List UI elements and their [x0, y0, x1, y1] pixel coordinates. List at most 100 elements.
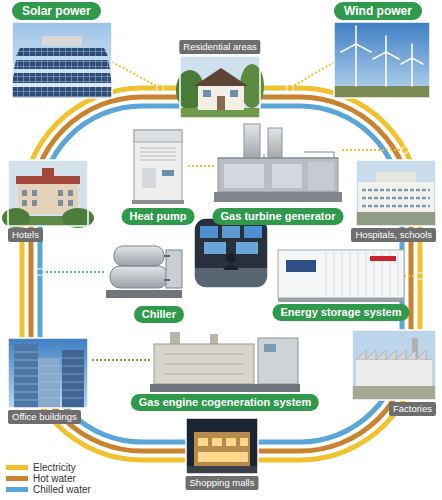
caption-group: Office buildings: [8, 410, 81, 424]
control-room-photo: [204, 242, 226, 254]
legend-row: Hot water: [6, 473, 91, 484]
equipment-photo: Energy storage system: [278, 250, 404, 302]
office-photo: [14, 352, 84, 400]
mall-photo: [194, 432, 250, 466]
hotel-photo: [2, 208, 30, 228]
gas-turbine-photo: [214, 124, 342, 202]
residential-photo: [180, 56, 260, 118]
residential-photo: [198, 84, 244, 110]
gas-engine-photo: [150, 332, 300, 392]
energy-storage-photo: [286, 260, 316, 272]
caption-group: Hotels: [8, 228, 43, 242]
legend-text: Hot water: [33, 473, 76, 484]
hotel-photo: [18, 182, 78, 214]
hospital-photo: [356, 160, 436, 226]
control-room-photo: [223, 265, 239, 270]
equipment-label: Energy storage system: [272, 304, 409, 321]
consumer-label: Hospitals, schools: [351, 228, 436, 242]
leader-line: [92, 359, 150, 361]
office-photo: [8, 338, 88, 408]
residential-photo: [176, 56, 264, 118]
equipment-photo: Chiller: [104, 240, 184, 304]
leader-line: [40, 271, 104, 273]
residential-photo: [230, 90, 238, 97]
legend-text: Chilled water: [33, 484, 91, 495]
hotel-photo: [62, 208, 94, 228]
chiller-photo: [164, 256, 170, 280]
legend: ElectricityHot waterChilled water: [6, 462, 91, 495]
legend-swatch: [6, 465, 28, 470]
wind-photo: [341, 26, 423, 86]
gas-turbine-photo: [214, 192, 342, 202]
consumer-label: Shopping malls: [186, 476, 259, 490]
hotel-photo: [2, 160, 94, 228]
gas-turbine-photo: [218, 152, 338, 158]
wind-photo: [334, 86, 430, 98]
equipment-label: Gas turbine generator: [213, 208, 344, 225]
energy-storage-photo: [278, 250, 404, 298]
caption-group: Heat pump: [122, 208, 195, 225]
hotel-photo: [8, 160, 88, 226]
heat-pump-photo: [162, 170, 174, 176]
heat-pump-photo: [132, 130, 184, 204]
factory-photo: [352, 330, 436, 400]
equipment-photo: Heat pump: [128, 126, 188, 206]
hotel-photo: [22, 190, 73, 206]
junction-dot: [287, 85, 294, 92]
office-photo: [8, 338, 88, 408]
gas-turbine-photo: [244, 124, 260, 162]
consumer-photo: Hospitals, schools: [356, 160, 436, 226]
control-room-photo: [236, 242, 258, 254]
junction-dot: [157, 85, 164, 92]
source-label: Wind power: [334, 2, 422, 20]
hospital-photo: [358, 182, 434, 212]
factory-photo: [352, 330, 436, 400]
gas-engine-photo: [154, 344, 254, 384]
gas-engine-photo: [258, 338, 298, 384]
equipment-label: Chiller: [134, 306, 184, 323]
chiller-photo: [106, 246, 182, 298]
control-room-frame: [194, 218, 268, 288]
solar-photo: [16, 48, 108, 56]
gas-turbine-photo: [224, 164, 264, 188]
wind-photo: [334, 22, 430, 98]
heat-pump-photo: [134, 130, 182, 142]
factory-photo: [352, 330, 436, 400]
equipment-photo: Gas turbine generator: [214, 124, 342, 206]
caption-group: Gas engine cogeneration system: [131, 394, 319, 411]
factory-photo: [352, 386, 436, 400]
consumer-label: Hotels: [8, 228, 43, 242]
heat-pump-photo: [142, 168, 156, 188]
energy-storage-photo: [326, 252, 398, 296]
leader-line: [290, 62, 334, 88]
gas-engine-photo: [164, 354, 244, 374]
equipment-label: Gas engine cogeneration system: [131, 394, 319, 411]
gas-engine-photo: [150, 384, 300, 392]
caption-group: Gas turbine generator: [213, 208, 344, 225]
mall-photo: [198, 438, 248, 462]
solar-photo: [12, 22, 112, 98]
caption-group: Energy storage system: [272, 304, 409, 321]
consumer-label: Factories: [389, 402, 436, 416]
solar-photo: [14, 60, 110, 69]
office-photo: [62, 350, 84, 408]
consumer-label: Residential areas: [179, 40, 260, 54]
consumer-photo: Hotels: [8, 160, 88, 226]
gas-turbine-photo: [272, 164, 302, 188]
equipment-label: Heat pump: [122, 208, 195, 225]
control-room-photo: [226, 253, 236, 263]
heat-pump-photo: [134, 130, 182, 202]
legend-row: Electricity: [6, 462, 91, 473]
wind-photo: [341, 26, 371, 86]
consumer-photo: Residential areas: [180, 56, 260, 118]
hospital-photo: [356, 212, 436, 226]
residential-photo: [203, 90, 211, 97]
hospital-photo: [362, 190, 430, 206]
mall-photo: [186, 418, 258, 474]
hotel-photo: [42, 168, 54, 184]
leader-line: [188, 165, 214, 167]
utility-rings: [22, 88, 420, 460]
caption-group: Factories: [389, 402, 436, 416]
